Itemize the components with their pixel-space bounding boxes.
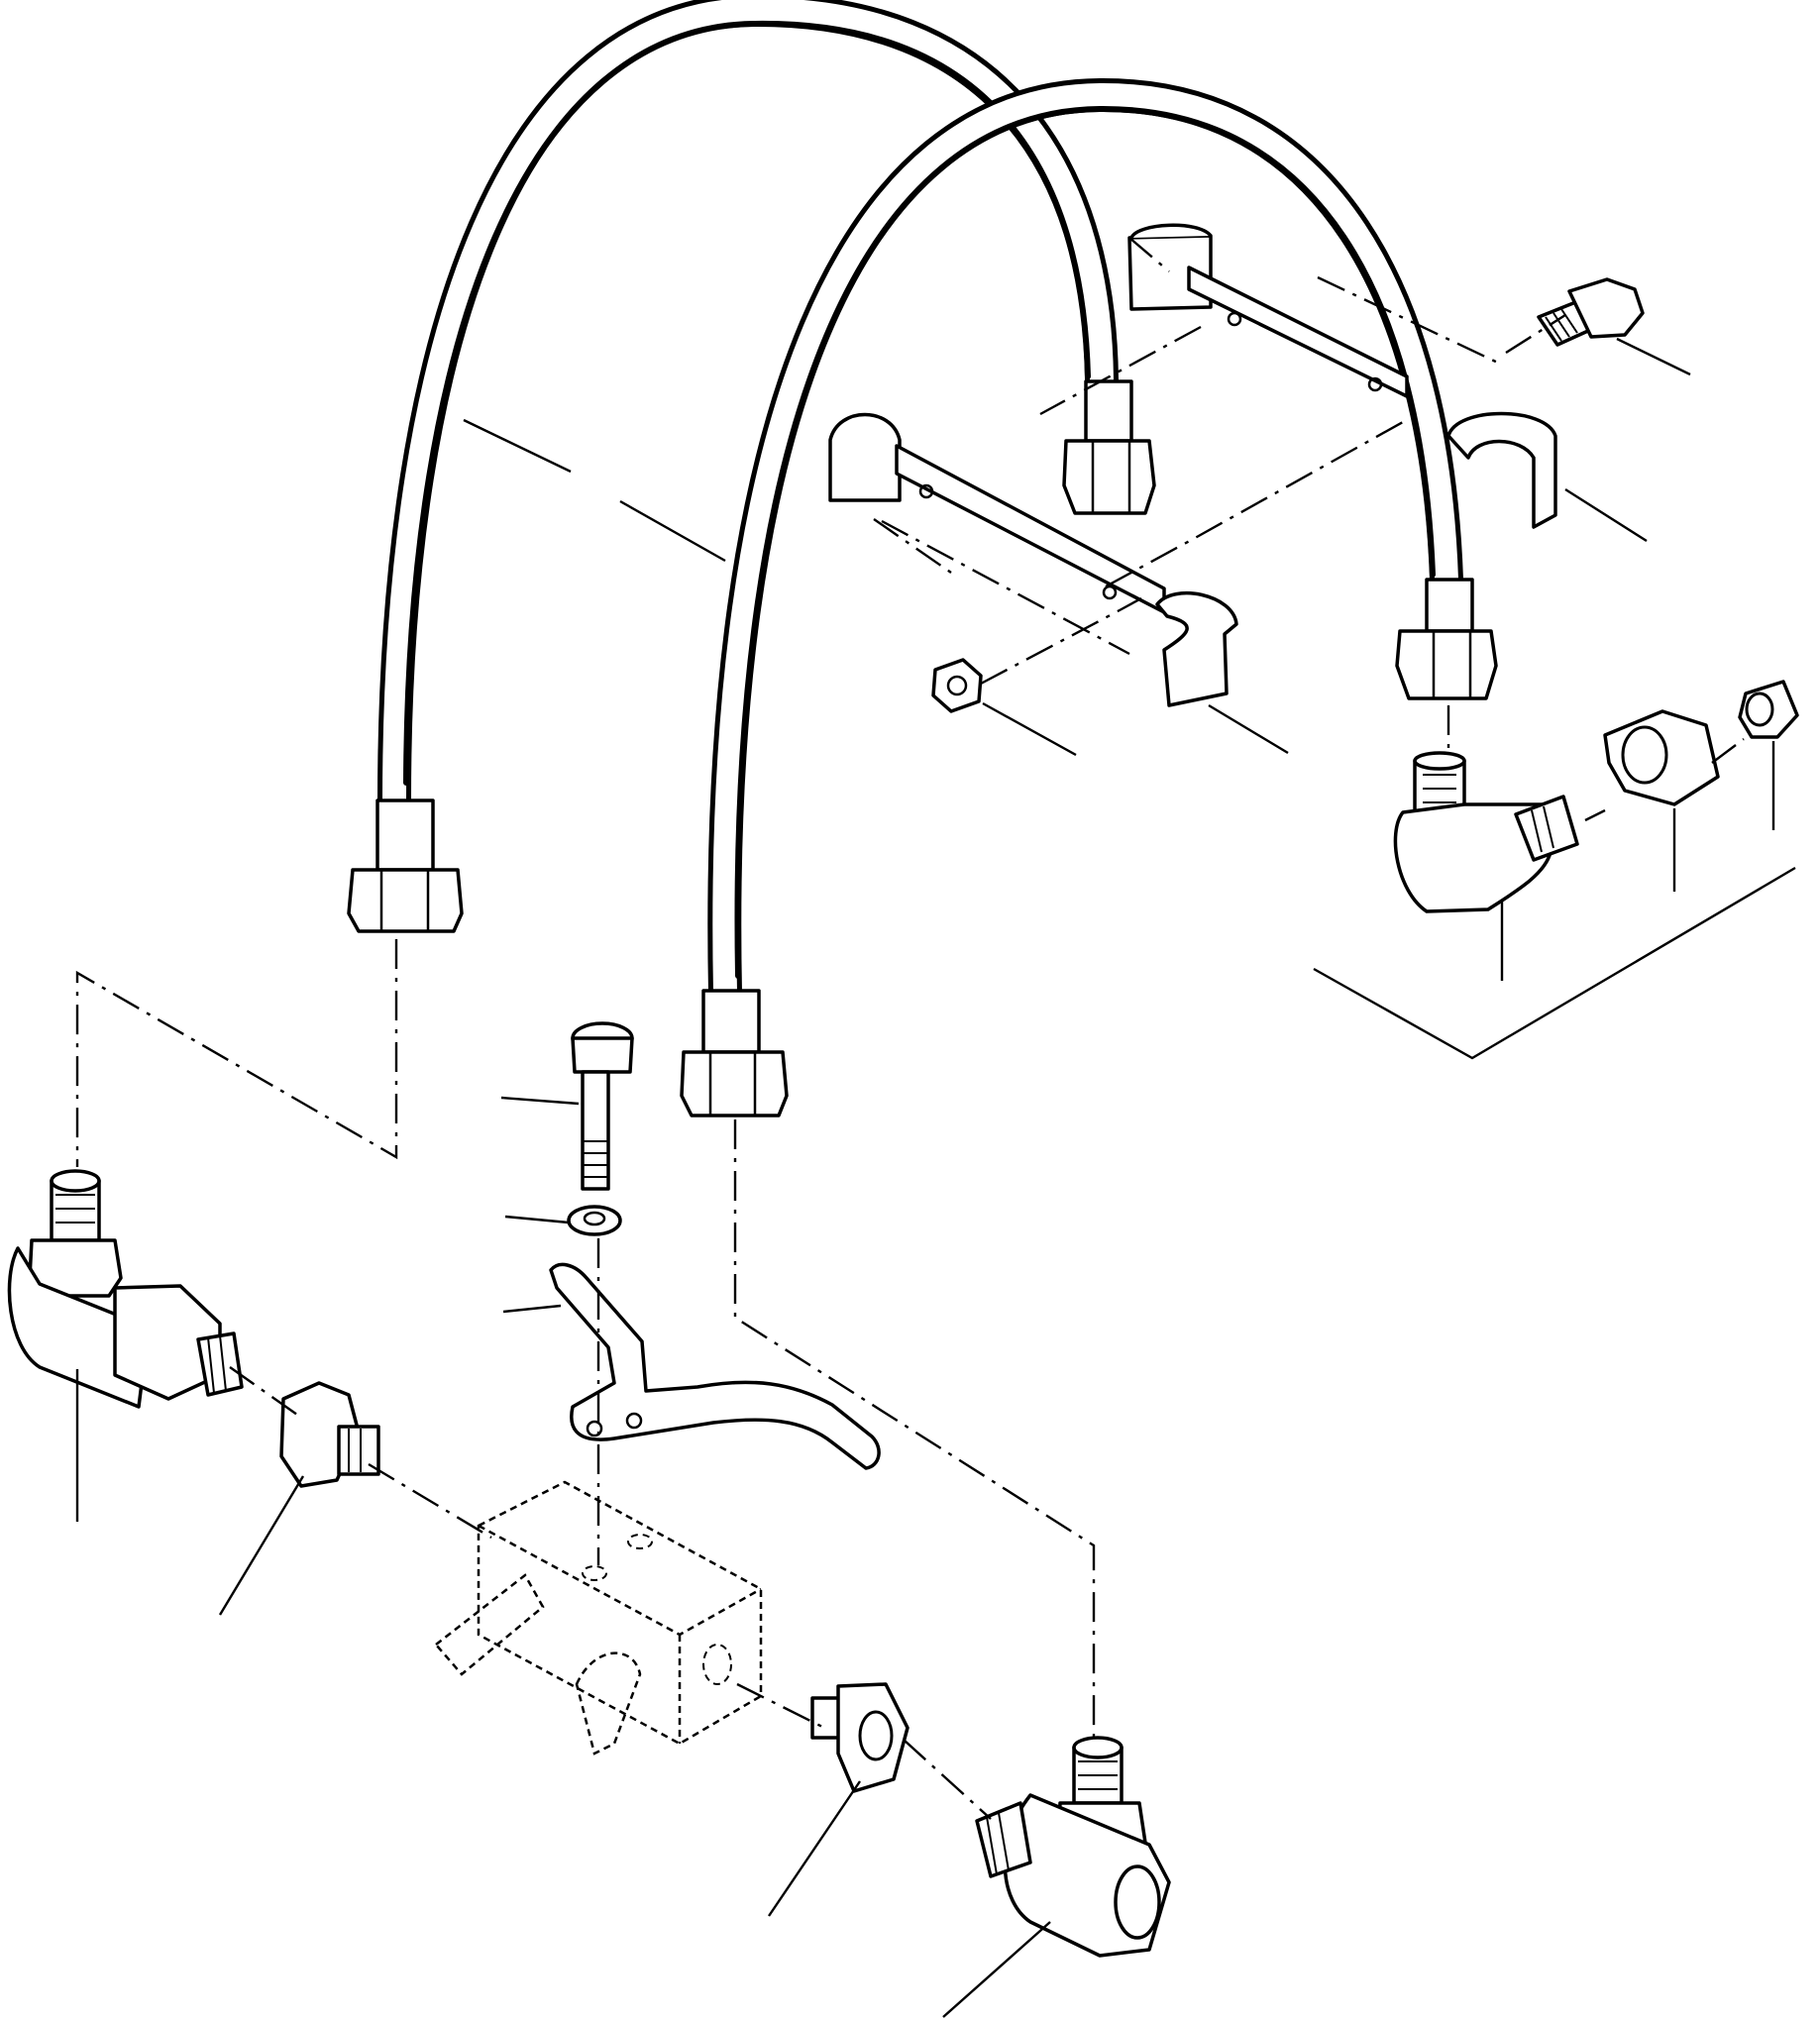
union-nut-upper (1603, 709, 1720, 806)
hose-right-end-lower (680, 989, 789, 1117)
hose-right-end-upper (1395, 578, 1498, 700)
hose-left-end-upper (1062, 379, 1156, 515)
elbow-fitting-upper (1393, 751, 1579, 913)
adapter-right (810, 1682, 910, 1793)
hose-left-end-lower (347, 798, 464, 933)
hose-clamp-front (828, 412, 1238, 707)
sleeve-upper (1738, 680, 1799, 739)
assembly-centerlines (75, 237, 1745, 1820)
clamp-nut (931, 658, 983, 713)
control-lever (549, 1262, 881, 1470)
hose-right (707, 77, 1463, 1010)
valve-block (434, 1480, 763, 1756)
hose-left (377, 0, 1119, 817)
leader-lines (75, 337, 1796, 2018)
bracket-bolt (571, 1021, 634, 1191)
washer (567, 1205, 622, 1236)
elbow-fitting-right (975, 1736, 1171, 1958)
clamp-bolt (1537, 277, 1645, 347)
adapter-left (279, 1381, 380, 1488)
hose-clamp-rear (1127, 223, 1557, 529)
elbow-fitting-left (7, 1169, 244, 1409)
